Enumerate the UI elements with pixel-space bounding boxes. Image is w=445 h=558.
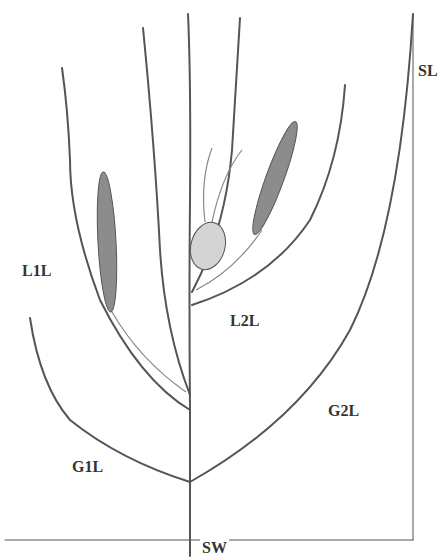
rachilla [188, 14, 190, 556]
lemma-2 [192, 85, 345, 305]
glume-label: G2L [326, 402, 361, 420]
filament [112, 312, 186, 392]
lemma-label: L2L [228, 312, 261, 330]
ovary [185, 218, 230, 273]
glume-label: G1L [70, 458, 105, 476]
dimension-label: SW [200, 539, 229, 557]
length-line [413, 14, 414, 540]
dimension-label: SL [416, 62, 440, 80]
glume-1 [30, 318, 190, 482]
stigma [204, 148, 212, 222]
anther [246, 119, 304, 238]
stigma [212, 150, 242, 222]
palea-1 [143, 28, 190, 395]
anther [94, 172, 119, 313]
lemma-1 [62, 68, 190, 410]
lemma-label: L1L [20, 262, 53, 280]
